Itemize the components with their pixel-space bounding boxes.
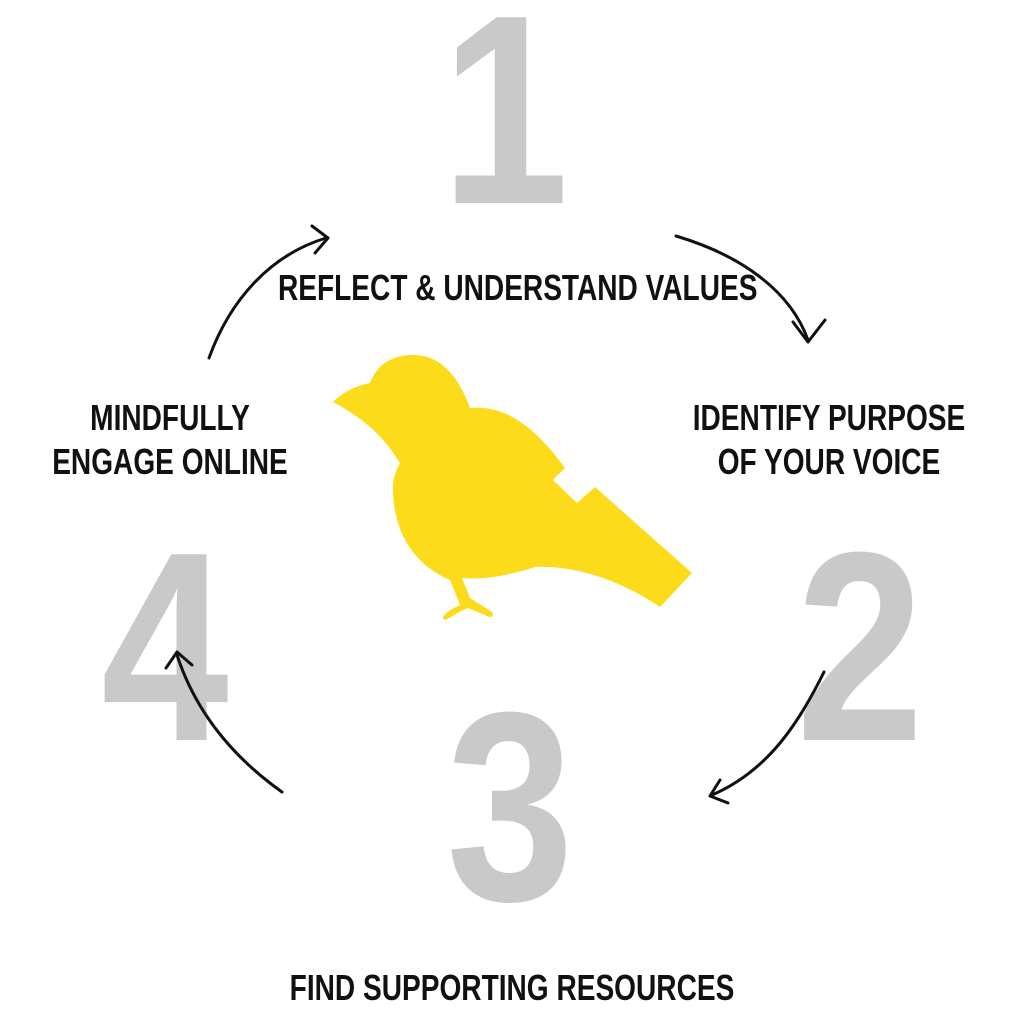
arrow-3-to-4-icon <box>164 650 284 794</box>
step-label-4-line-1: MINDFULLY <box>90 397 250 438</box>
arrow-2-to-3-icon <box>708 670 826 805</box>
step-number-1: 1 <box>441 0 569 261</box>
arrow-4-to-1-icon <box>207 224 330 360</box>
step-label-2: IDENTIFY PURPOSE OF YOUR VOICE <box>673 396 985 484</box>
step-label-1: REFLECT & UNDERSTAND VALUES <box>278 266 757 310</box>
step-label-2-line-2: OF YOUR VOICE <box>717 441 941 482</box>
step-number-3: 3 <box>446 656 574 958</box>
step-label-4: MINDFULLY ENGAGE ONLINE <box>14 396 326 484</box>
bird-icon <box>333 355 692 620</box>
step-label-3: FIND SUPPORTING RESOURCES <box>278 966 746 1010</box>
step-label-1-text: REFLECT & UNDERSTAND VALUES <box>278 267 758 308</box>
step-number-4: 4 <box>101 496 229 798</box>
step-label-3-text: FIND SUPPORTING RESOURCES <box>289 967 735 1008</box>
step-number-2: 2 <box>796 496 924 798</box>
step-label-2-line-1: IDENTIFY PURPOSE <box>692 397 966 438</box>
step-label-4-line-2: ENGAGE ONLINE <box>52 441 288 482</box>
arrow-1-to-2-icon <box>674 234 827 344</box>
